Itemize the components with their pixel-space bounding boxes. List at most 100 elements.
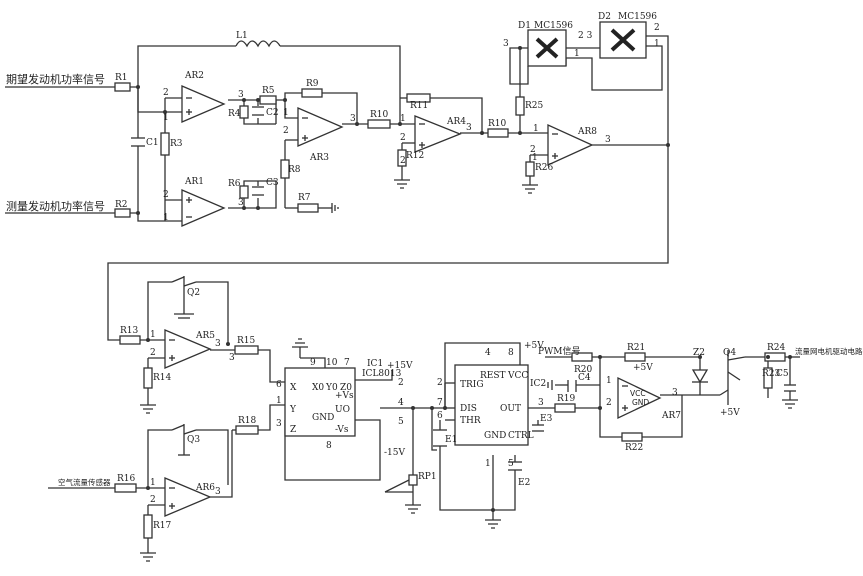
pin-num: 3 bbox=[605, 135, 611, 145]
ic1-pin-x0: X0 bbox=[312, 383, 324, 393]
label-ar7: AR7 bbox=[661, 411, 681, 421]
resistor-labels: R1 R2 R3 R4 R5 R6 R7 R8 R9 R10 R11 R12 R… bbox=[115, 73, 786, 531]
ar7-pin-gnd: GND bbox=[632, 398, 649, 407]
label-r22: R22 bbox=[625, 443, 643, 453]
label-c2: C2 bbox=[266, 108, 279, 118]
inductor-l1 bbox=[236, 41, 280, 46]
label-d1-model: MC1596 bbox=[534, 21, 573, 31]
label-c5: C5 bbox=[776, 369, 789, 379]
signal-airflow: 空气流量传感器 bbox=[58, 477, 111, 487]
ic1-pin-gnd: GND bbox=[312, 413, 334, 423]
label-r12: R12 bbox=[406, 151, 424, 161]
pin-num: 1 bbox=[532, 153, 538, 163]
ic2-pin-gnd: GND bbox=[484, 431, 506, 441]
pin-num: 2 bbox=[400, 133, 406, 143]
label-ar3: AR3 bbox=[309, 153, 329, 163]
ic2-pin-vcc: VCC bbox=[507, 371, 528, 381]
pin-num: 8 bbox=[326, 441, 332, 451]
ic2-pin-ctrl: CTRL bbox=[508, 431, 534, 441]
label-r25: R25 bbox=[525, 101, 544, 111]
pin-num: 1 bbox=[150, 330, 156, 340]
pin-num: 1 bbox=[654, 39, 660, 49]
label-q4: Q4 bbox=[723, 348, 736, 358]
pin-num: 2 bbox=[163, 190, 169, 200]
label-ar5: AR5 bbox=[195, 331, 215, 341]
ic2-pin-trig: TRIG bbox=[460, 380, 484, 390]
label-l1: L1 bbox=[236, 31, 248, 41]
pin-num: 1 bbox=[606, 376, 612, 386]
multiplier-d2 bbox=[600, 22, 646, 58]
label-ar4: AR4 bbox=[446, 117, 466, 127]
label-r19: R19 bbox=[557, 394, 576, 404]
label-rp1: RP1 bbox=[418, 472, 437, 482]
signal-measured: 测量发动机功率信号 bbox=[6, 199, 105, 213]
pin-num: 8 bbox=[508, 348, 514, 358]
supply-p5a: +5V bbox=[524, 341, 544, 351]
pin-num: 2 bbox=[163, 88, 169, 98]
pin-num: 2 bbox=[606, 398, 612, 408]
label-r5: R5 bbox=[262, 86, 275, 96]
ar7-pin-vcc: VCC bbox=[630, 389, 646, 398]
label-c4: C4 bbox=[578, 373, 591, 383]
pin-num: 7 bbox=[344, 358, 350, 368]
pin-num: 2 3 bbox=[578, 31, 593, 41]
pin-num: 4 bbox=[485, 348, 491, 358]
pin-num: 3 bbox=[538, 398, 544, 408]
pin-num: 3 bbox=[215, 339, 221, 349]
label-r7: R7 bbox=[298, 193, 311, 203]
multiplier-d1 bbox=[528, 30, 566, 66]
pin-num: 10 bbox=[326, 358, 338, 368]
pin-num: 1 bbox=[533, 124, 539, 134]
supply-p5c: +5V bbox=[720, 408, 740, 418]
label-d1: D1 bbox=[518, 21, 531, 31]
pin-num: 1 bbox=[400, 114, 406, 124]
label-e1: E1 bbox=[445, 435, 457, 445]
pin-num: 2 bbox=[398, 378, 404, 388]
label-q2: Q2 bbox=[187, 288, 200, 298]
potentiometer-wiper bbox=[385, 480, 409, 492]
pin-num: 5 bbox=[398, 417, 404, 427]
pin-num: 3 bbox=[229, 353, 235, 363]
signal-desired: 期望发动机功率信号 bbox=[6, 72, 105, 86]
signal-output: 流量网电机驱动电路 bbox=[795, 346, 863, 356]
pin-num: 3 bbox=[276, 419, 282, 429]
label-r2: R2 bbox=[115, 200, 128, 210]
opamp-ar3 bbox=[298, 108, 342, 146]
label-ar2: AR2 bbox=[184, 71, 204, 81]
label-r24: R24 bbox=[767, 343, 786, 353]
ic1-pin-uo: UO bbox=[335, 405, 350, 415]
pin-num: 3 bbox=[350, 114, 356, 124]
pin-num: 1 bbox=[283, 108, 289, 118]
ic2-pin-rest: REST bbox=[480, 371, 506, 381]
ic2-pin-dis: DIS bbox=[460, 404, 477, 414]
label-d2-model: MC1596 bbox=[618, 12, 657, 22]
pin-num: 6 bbox=[437, 411, 443, 421]
pin-num: 1 bbox=[574, 49, 580, 59]
supply-p5b: +5V bbox=[633, 363, 653, 373]
pin-num: 4 bbox=[398, 398, 404, 408]
label-r8: R8 bbox=[288, 165, 301, 175]
label-c3: C3 bbox=[266, 178, 279, 188]
label-r14: R14 bbox=[153, 373, 172, 383]
pin-num: 3 bbox=[238, 198, 244, 208]
label-r10a: R10 bbox=[370, 110, 389, 120]
pin-num: 3 bbox=[215, 487, 221, 497]
label-e3: E3 bbox=[540, 414, 553, 424]
supply-n15: -15V bbox=[384, 448, 405, 458]
pin-num: 2 bbox=[150, 495, 156, 505]
label-r10b: R10 bbox=[488, 119, 507, 129]
bottom-wires bbox=[48, 282, 800, 553]
pin-num: 6 bbox=[276, 380, 282, 390]
label-z2: Z2 bbox=[693, 348, 705, 358]
pin-num: 3 bbox=[672, 388, 678, 398]
label-ic1: IC1 bbox=[367, 359, 383, 369]
label-r11: R11 bbox=[410, 101, 428, 111]
pin-num: 3 bbox=[238, 90, 244, 100]
ic2-pin-thr: THR bbox=[460, 416, 481, 426]
pin-num: 5 bbox=[508, 459, 514, 469]
pin-num: 3 bbox=[466, 123, 472, 133]
label-ar8: AR8 bbox=[577, 127, 597, 137]
label-ar6: AR6 bbox=[195, 483, 215, 493]
label-r15: R15 bbox=[237, 336, 256, 346]
